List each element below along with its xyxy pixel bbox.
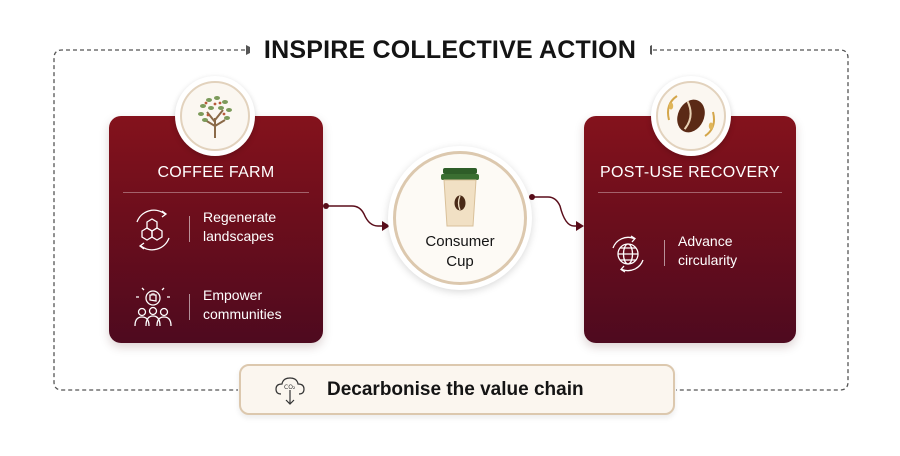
coffee-tree-icon xyxy=(198,96,232,138)
feature-empower: Empower communities xyxy=(109,280,323,336)
community-fist-icon xyxy=(134,287,172,327)
connector-farm-to-cup xyxy=(326,205,384,227)
coffee-farm-badge xyxy=(175,76,255,156)
page-title: INSPIRE COLLECTIVE ACTION xyxy=(250,32,650,68)
feature-label: Advance circularity xyxy=(678,233,738,268)
decarbonise-label: Decarbonise the value chain xyxy=(327,379,584,400)
feature-circularity: Advance circularity xyxy=(584,226,796,282)
hexagon-cycle-icon xyxy=(136,209,170,251)
coffee-farm-card: COFFEE FARM Regenerate landscapes xyxy=(109,116,323,343)
consumer-cup-node: Consumer Cup xyxy=(388,146,532,290)
co2-cloud-icon: CO₂ xyxy=(275,377,305,405)
loop-dashed-right xyxy=(646,49,849,391)
card-divider xyxy=(123,192,309,193)
post-use-badge xyxy=(651,76,731,156)
feature-label: Empower communities xyxy=(203,287,282,322)
coffee-bean-icon xyxy=(667,95,715,137)
loop-dashed-left xyxy=(53,49,252,391)
consumer-cup-label: Consumer Cup xyxy=(425,233,495,270)
svg-text:CO₂: CO₂ xyxy=(284,384,296,391)
feature-regenerate: Regenerate landscapes xyxy=(109,202,323,258)
connector-cup-to-recovery xyxy=(532,196,578,227)
card-divider xyxy=(598,192,782,193)
globe-recycle-icon xyxy=(612,235,644,273)
coffee-farm-title: COFFEE FARM xyxy=(157,164,275,181)
post-use-title: POST-USE RECOVERY xyxy=(600,164,780,181)
decarbonise-banner: CO₂ Decarbonise the value chain xyxy=(239,364,675,415)
coffee-cup-icon xyxy=(441,168,479,227)
feature-label: Regenerate landscapes xyxy=(203,209,277,244)
